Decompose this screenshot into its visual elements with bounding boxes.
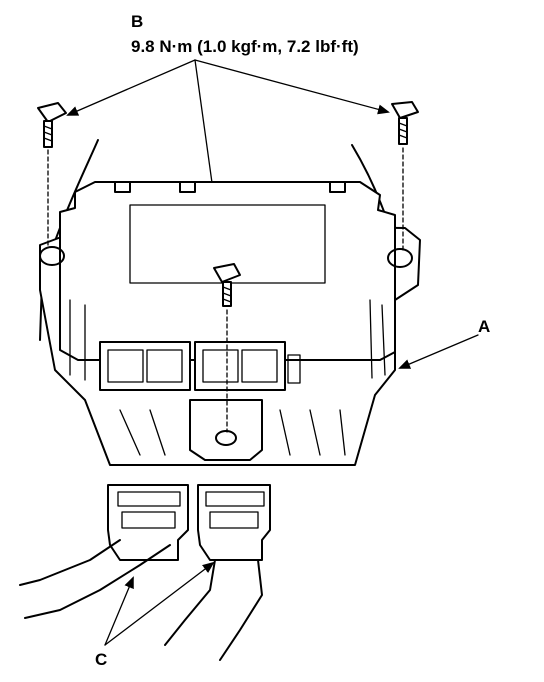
bolt-icon: [391, 101, 419, 251]
bolt-icon: [213, 263, 241, 433]
bolt-icon: [37, 102, 67, 249]
label-c: C: [95, 650, 107, 669]
srs-unit: [39, 181, 421, 466]
leader-line-a: [398, 334, 479, 369]
torque-spec: 9.8 N·m (1.0 kgf·m, 7.2 lbf·ft): [131, 37, 359, 56]
connector-icon: [19, 484, 189, 619]
label-a: A: [478, 317, 490, 336]
label-b: B: [131, 12, 143, 31]
connector-icon: [164, 484, 271, 661]
leader-lines-c: [104, 561, 215, 646]
